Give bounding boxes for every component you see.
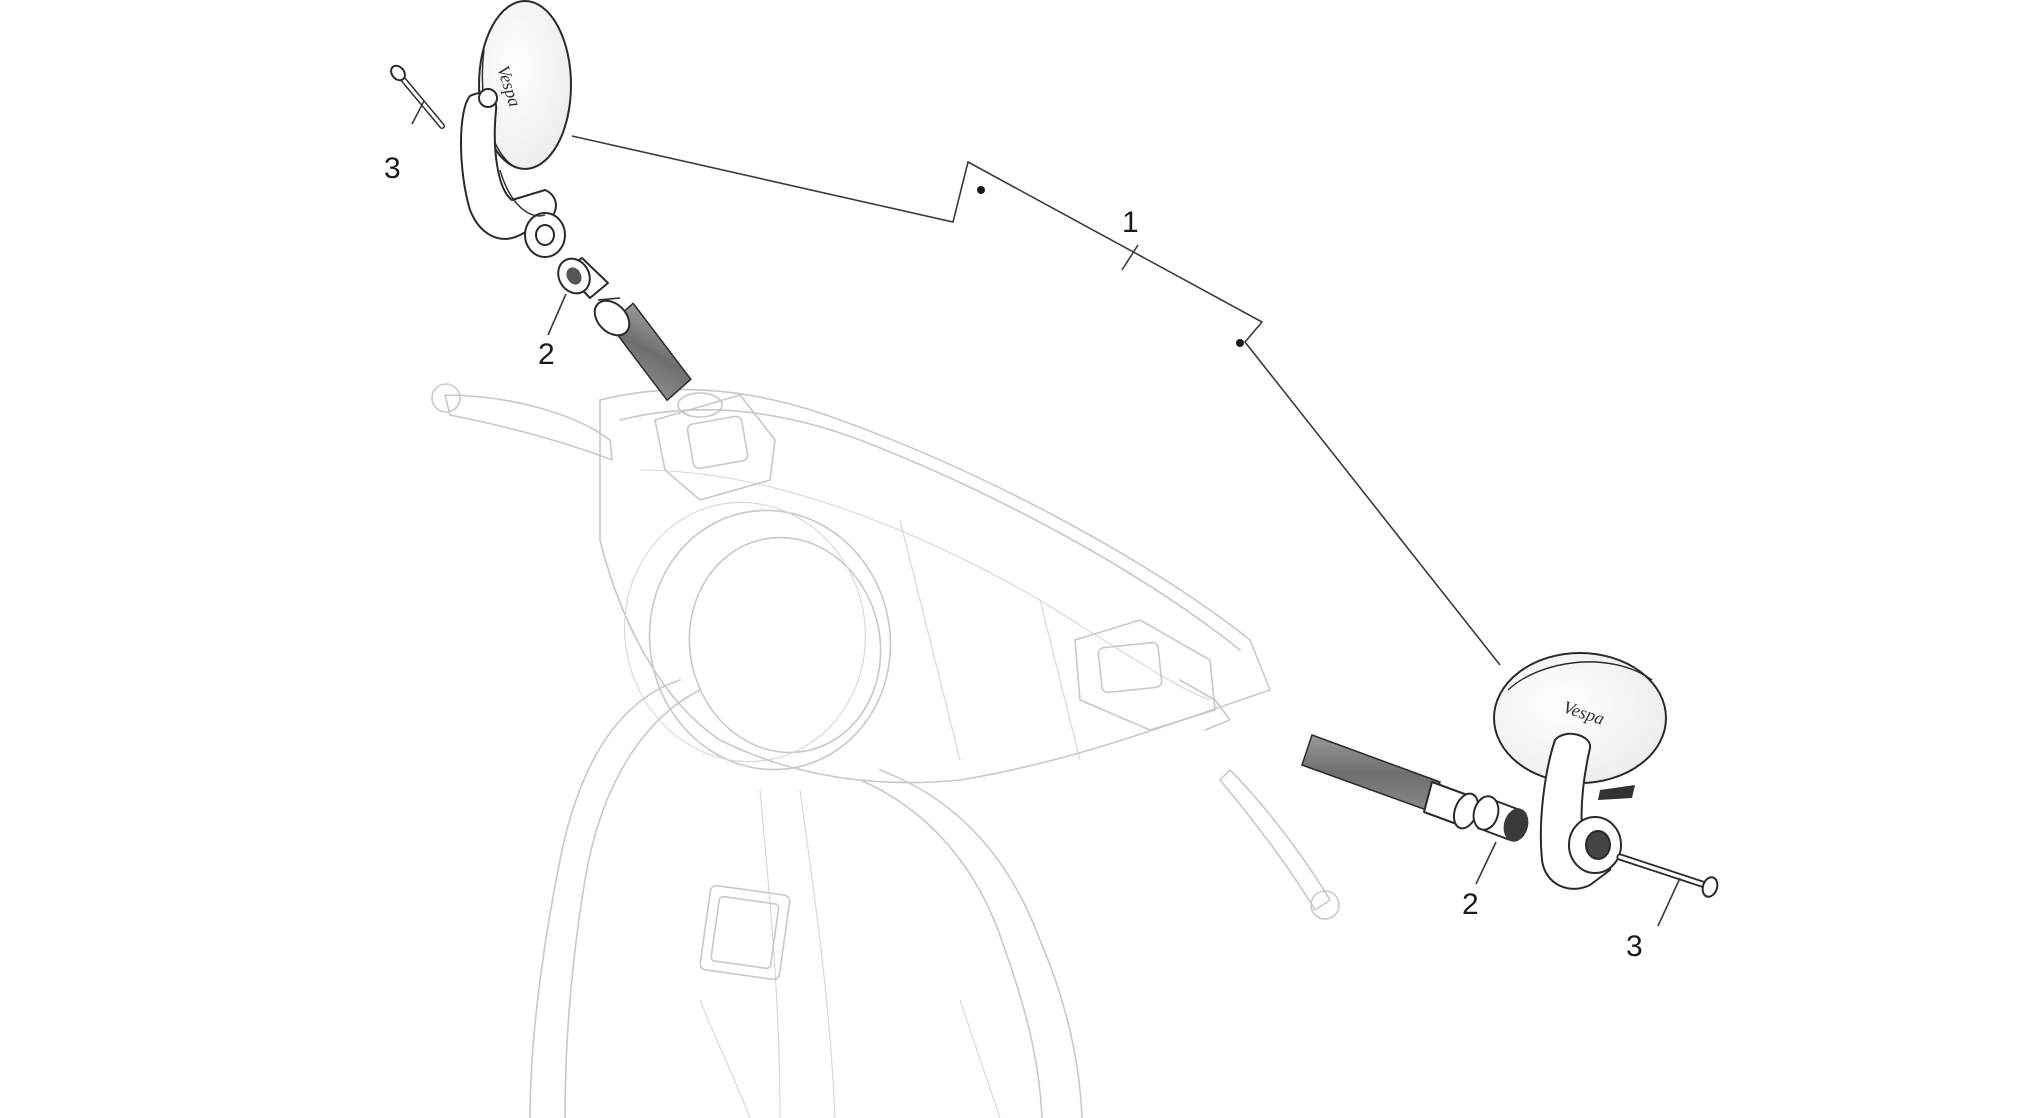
callout-mirror-kit: 1 xyxy=(1122,206,1139,239)
left-screw xyxy=(390,64,445,129)
callout-spacer-left: 2 xyxy=(538,338,555,371)
right-handlebar-grip xyxy=(1301,734,1480,830)
leader-lines xyxy=(411,100,1681,927)
right-bar-end-mirror: Vespa xyxy=(1493,652,1667,890)
callout-screw-right: 3 xyxy=(1626,930,1643,963)
callout-screw-left: 3 xyxy=(384,152,401,185)
right-spacer xyxy=(1472,795,1529,842)
left-spacer xyxy=(557,257,609,299)
headlamp-outline xyxy=(624,501,892,771)
scooter-outline xyxy=(431,383,1340,1118)
callout-spacer-right: 2 xyxy=(1462,888,1479,921)
right-screw xyxy=(1616,853,1719,898)
left-bar-end-mirror: Vespa xyxy=(460,0,572,258)
left-handlebar-grip xyxy=(593,297,692,402)
